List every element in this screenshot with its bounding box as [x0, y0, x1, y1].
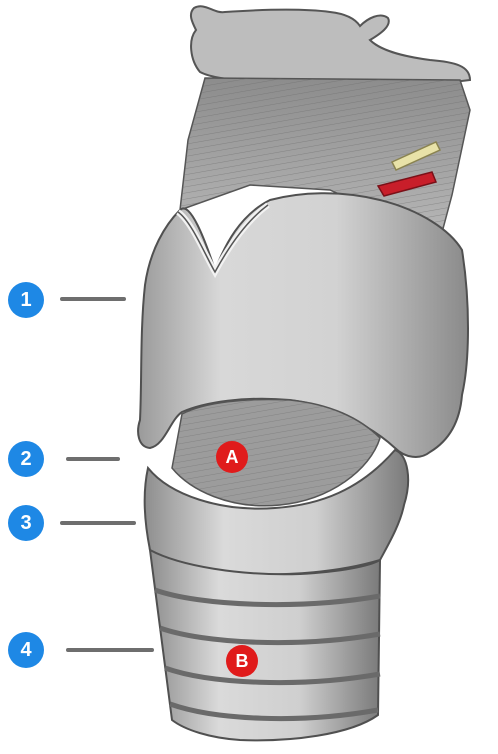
blood-vessel [376, 171, 438, 197]
thyroid-notch-outline [177, 204, 269, 274]
trachea-ring-4 [169, 701, 379, 722]
hyoid-bone [189, 5, 472, 88]
trachea-ring-2 [159, 625, 381, 646]
label-badge-1: 1 [8, 282, 44, 318]
ligament-fibers [172, 399, 380, 506]
label-badge-4: 4 [8, 632, 44, 668]
trachea [148, 548, 382, 742]
membrane-striations [180, 78, 470, 240]
label-badge-a: A [216, 441, 248, 473]
trachea-ring-1 [154, 587, 381, 608]
label-badge-b: B [226, 645, 258, 677]
nerve-structure [390, 141, 442, 171]
leader-line-1 [60, 297, 126, 301]
label-badge-2: 2 [8, 441, 44, 477]
leader-line-2 [66, 457, 120, 461]
leader-line-4 [66, 648, 154, 652]
leader-line-3 [60, 521, 136, 525]
label-badge-3: 3 [8, 505, 44, 541]
trachea-ring-3 [164, 665, 381, 686]
